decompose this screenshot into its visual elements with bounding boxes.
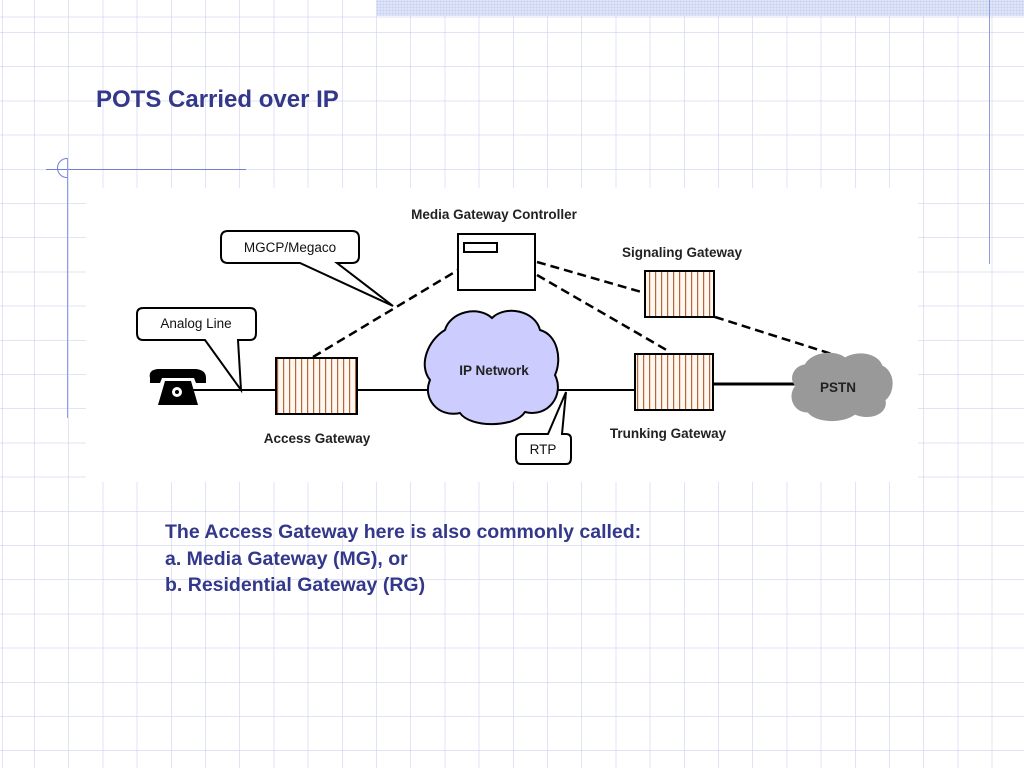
signaling-links <box>312 260 836 359</box>
note-line-1: The Access Gateway here is also commonly… <box>165 521 642 543</box>
signaling-gateway-box <box>644 270 715 318</box>
decorative-line <box>46 169 246 170</box>
callout-analog-line: Analog Line <box>136 307 257 394</box>
link-mgc-trunking <box>536 273 671 354</box>
callout-rtp: RTP <box>515 391 572 465</box>
link-mgc-signaling <box>536 260 646 295</box>
note-line-3: b. Residential Gateway (RG) <box>165 574 426 596</box>
trunking-gateway-box <box>634 353 714 411</box>
mgc-label: Media Gateway Controller <box>411 207 578 222</box>
link-access-mgc <box>312 268 459 359</box>
signaling-gateway-label: Signaling Gateway <box>622 245 743 260</box>
pstn-label: PSTN <box>820 380 856 395</box>
ip-network-cloud <box>423 309 560 426</box>
pstn-cloud <box>791 352 893 421</box>
callout-mgcp-text: MGCP/Megaco <box>244 240 336 255</box>
solid-links <box>180 382 795 391</box>
decorative-line <box>989 0 990 264</box>
note-line-2: a. Media Gateway (MG), or <box>165 547 408 570</box>
telephone-icon <box>149 369 206 405</box>
decorative-line <box>67 158 68 418</box>
callout-mgcp: MGCP/Megaco <box>220 230 394 307</box>
callout-rtp-text: RTP <box>530 442 557 457</box>
header-banner <box>376 0 1024 16</box>
ip-network-label: IP Network <box>459 363 529 378</box>
link-signaling-pstn <box>714 315 836 357</box>
slide-title: POTS Carried over IP <box>96 86 339 113</box>
gateway-note: The Access Gateway here is also commonly… <box>165 519 641 599</box>
access-gateway-box <box>275 357 358 415</box>
access-gateway-label: Access Gateway <box>264 431 371 446</box>
mgc-box <box>457 233 536 291</box>
trunking-gateway-label: Trunking Gateway <box>610 426 727 441</box>
callout-analog-line-text: Analog Line <box>160 316 231 331</box>
